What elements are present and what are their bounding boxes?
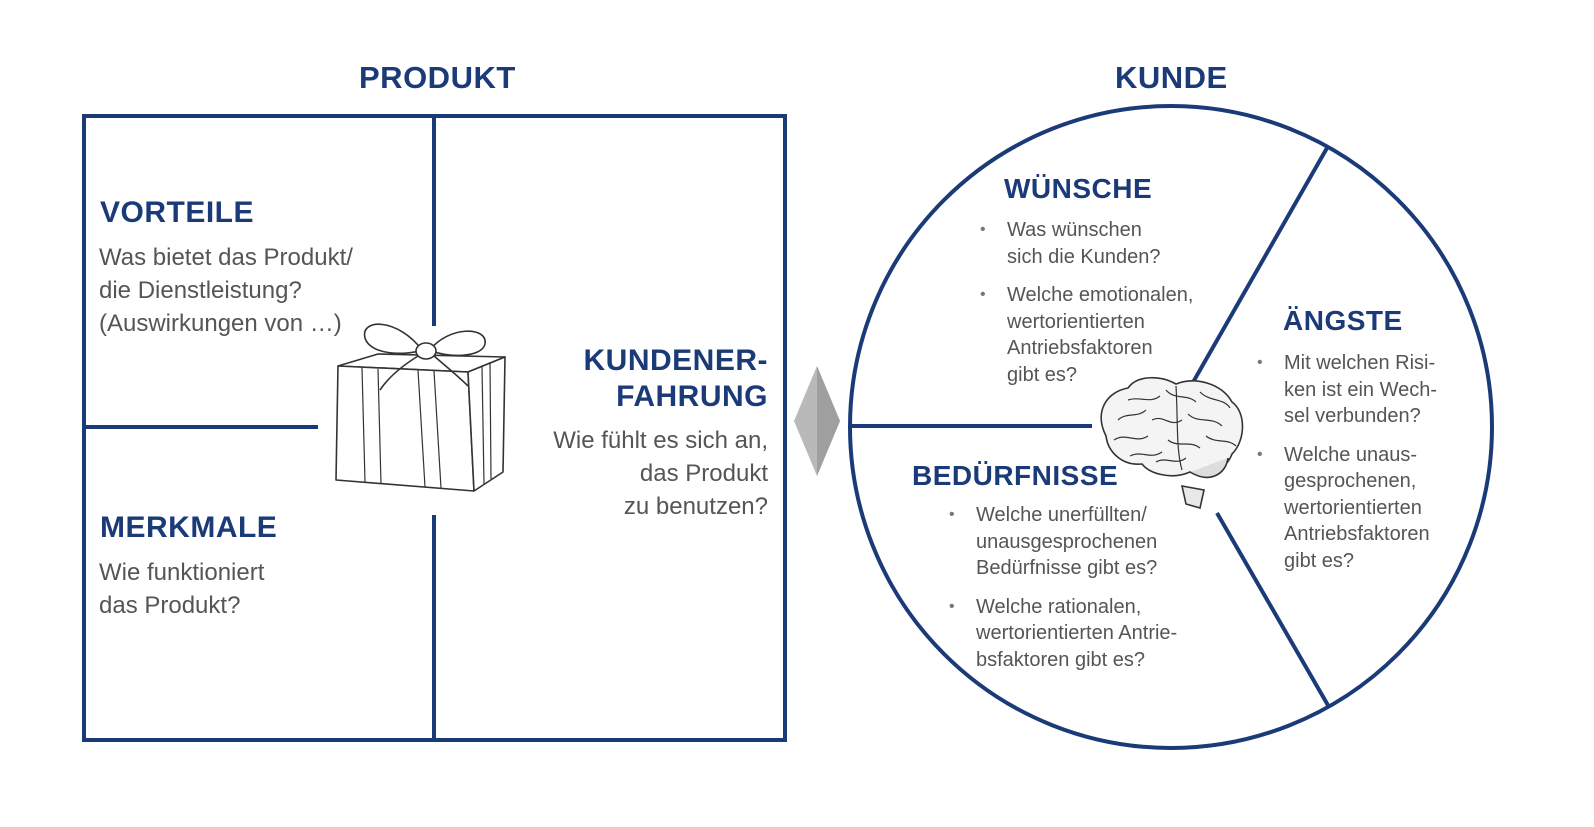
list-item: Welche unaus- gesprochenen, wertorientie… <box>1257 442 1467 575</box>
kundenerfahrung-text: Wie fühlt es sich an, das Produkt zu ben… <box>508 424 768 523</box>
merkmale-text: Wie funktioniert das Produkt? <box>99 556 399 622</box>
list-item: Mit welchen Risi- ken ist ein Wech- sel … <box>1257 350 1467 430</box>
list-item: Welche unerfüllten/ unausgesprochenen Be… <box>949 502 1219 582</box>
gift-box-icon <box>336 324 505 491</box>
wuensche-list: Was wünschen sich die Kunden? Welche emo… <box>980 217 1220 400</box>
list-item: Was wünschen sich die Kunden? <box>980 217 1220 270</box>
kundenerfahrung-heading: KUNDENER- FAHRUNG <box>508 343 768 415</box>
vorteile-heading: VORTEILE <box>100 196 254 230</box>
aengste-heading: ÄNGSTE <box>1283 305 1403 337</box>
vorteile-text: Was bietet das Produkt/ die Dienstleistu… <box>99 241 419 340</box>
kunde-title: KUNDE <box>1115 60 1228 96</box>
beduerfnisse-heading: BEDÜRFNISSE <box>912 460 1118 492</box>
list-item: Welche emotionalen, wertorientierten Ant… <box>980 282 1220 388</box>
beduerfnisse-list: Welche unerfüllten/ unausgesprochenen Be… <box>949 502 1219 685</box>
diamond-connector-icon <box>794 366 840 476</box>
produkt-title: PRODUKT <box>359 60 516 96</box>
merkmale-heading: MERKMALE <box>100 511 277 545</box>
list-item: Welche rationalen, wertorientierten Antr… <box>949 594 1219 674</box>
wuensche-heading: WÜNSCHE <box>1004 173 1152 205</box>
aengste-list: Mit welchen Risi- ken ist ein Wech- sel … <box>1257 350 1467 586</box>
